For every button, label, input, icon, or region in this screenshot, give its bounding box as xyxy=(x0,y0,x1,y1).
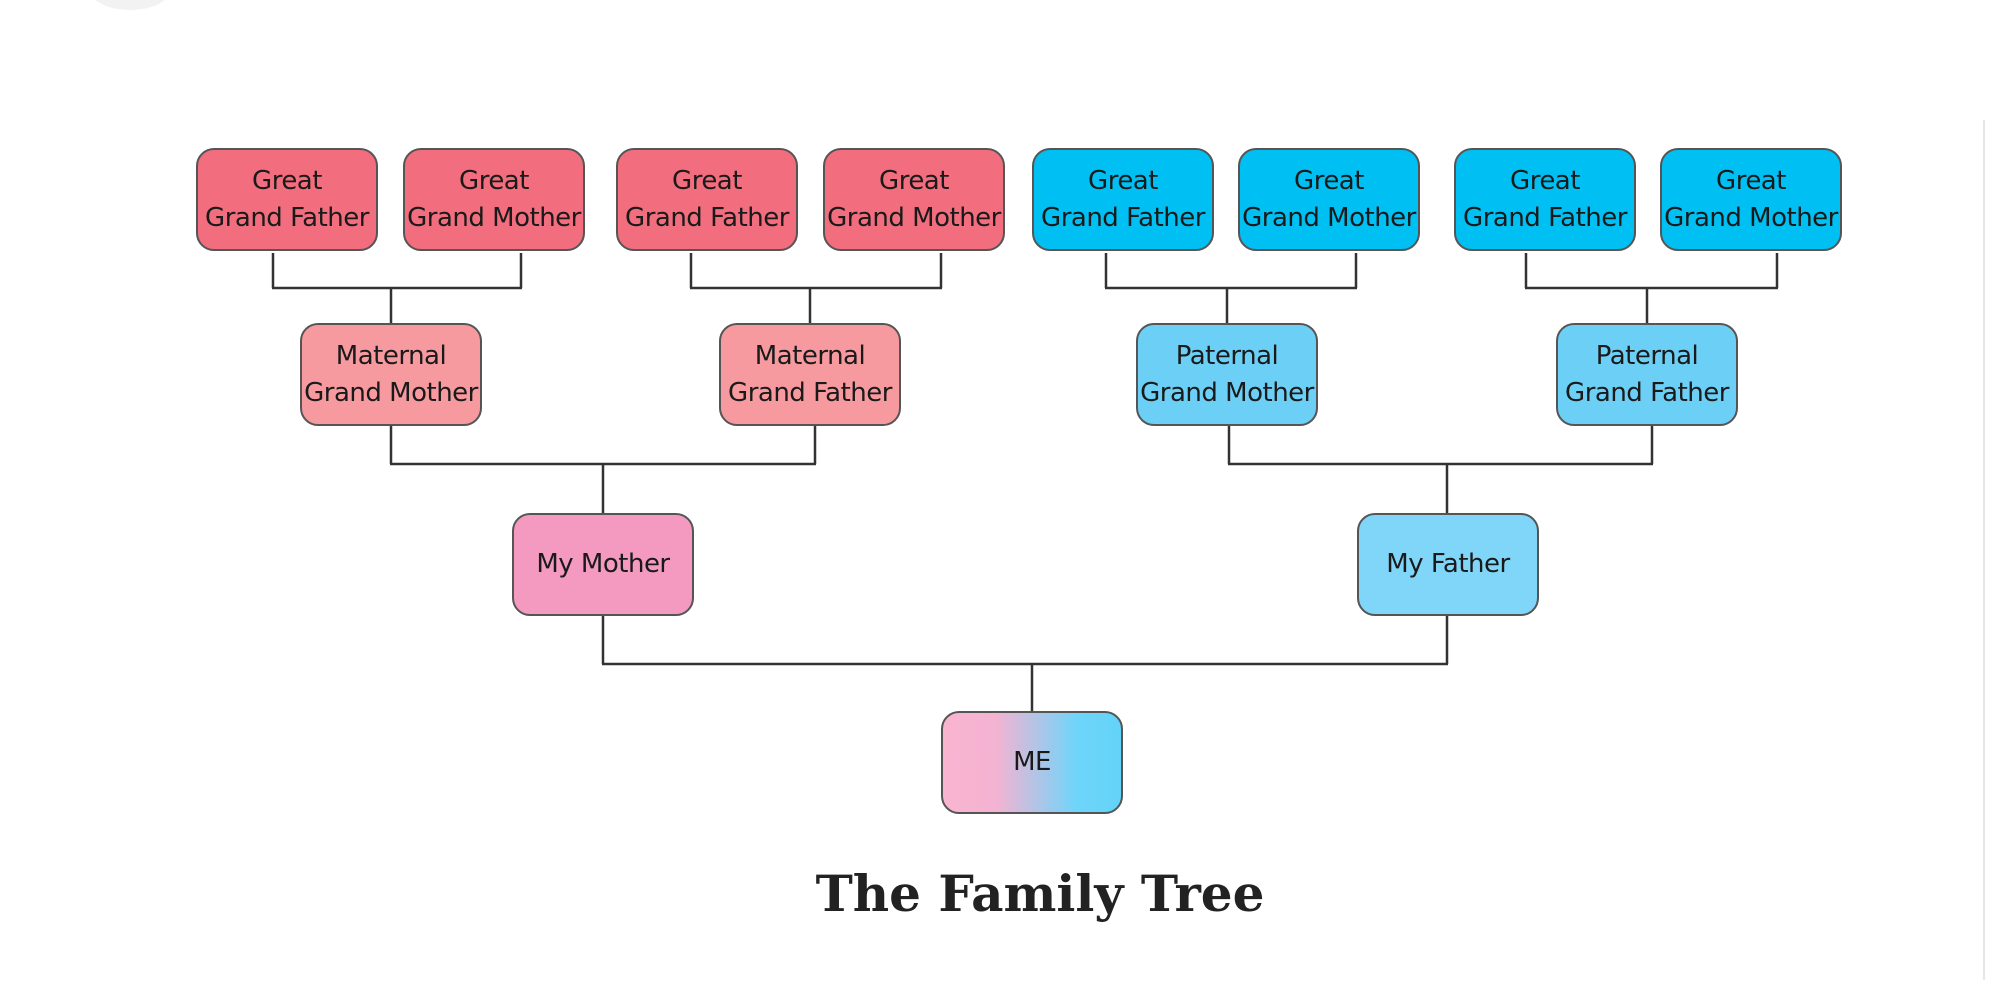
great-grand-father-node: Great Grand Father xyxy=(196,148,378,251)
node-label-line1: Great xyxy=(672,165,742,196)
maternal-grand-mother-node: Maternal Grand Mother xyxy=(300,323,482,426)
node-label-line2: Grand Mother xyxy=(304,377,478,408)
node-label-line2: Grand Mother xyxy=(1140,377,1314,408)
paternal-grand-father-node: Paternal Grand Father xyxy=(1556,323,1738,426)
great-grand-mother-node: Great Grand Mother xyxy=(403,148,585,251)
me-node: ME xyxy=(941,711,1123,814)
node-label-line1: Great xyxy=(1088,165,1158,196)
my-mother-node: My Mother xyxy=(512,513,694,616)
node-label: My Mother xyxy=(536,549,670,579)
diagram-title: The Family Tree xyxy=(815,864,1265,923)
node-label-line2: Grand Mother xyxy=(1664,202,1838,233)
corner-decoration xyxy=(90,0,170,10)
node-label-line2: Grand Mother xyxy=(827,202,1001,233)
node-label-line1: Maternal xyxy=(335,340,447,371)
great-grand-father-node: Great Grand Father xyxy=(1454,148,1636,251)
node-label-line1: Paternal xyxy=(1595,340,1699,371)
node-label-line1: Maternal xyxy=(754,340,866,371)
node-label-line1: Great xyxy=(459,165,529,196)
node-label-line1: Great xyxy=(252,165,322,196)
node-label-line1: Great xyxy=(879,165,949,196)
my-father-node: My Father xyxy=(1357,513,1539,616)
node-label-line2: Grand Father xyxy=(728,377,892,408)
great-grand-father-node: Great Grand Father xyxy=(616,148,798,251)
paternal-grand-mother-node: Paternal Grand Mother xyxy=(1136,323,1318,426)
node-label-line2: Grand Father xyxy=(1463,202,1627,233)
node-label-line2: Grand Father xyxy=(625,202,789,233)
great-grand-father-node: Great Grand Father xyxy=(1032,148,1214,251)
node-label-line1: Paternal xyxy=(1175,340,1279,371)
great-grand-mother-node: Great Grand Mother xyxy=(1238,148,1420,251)
node-label: ME xyxy=(1013,747,1051,777)
great-grand-mother-node: Great Grand Mother xyxy=(1660,148,1842,251)
node-label-line1: Great xyxy=(1716,165,1786,196)
node-label-line2: Grand Father xyxy=(1565,377,1729,408)
node-label-line2: Grand Father xyxy=(205,202,369,233)
node-label-line1: Great xyxy=(1510,165,1580,196)
node-label-line1: Great xyxy=(1294,165,1364,196)
node-label: My Father xyxy=(1386,549,1510,579)
great-grand-mother-node: Great Grand Mother xyxy=(823,148,1005,251)
frame-edge-line xyxy=(1983,120,1985,980)
node-label-line2: Grand Mother xyxy=(407,202,581,233)
node-label-line2: Grand Father xyxy=(1041,202,1205,233)
maternal-grand-father-node: Maternal Grand Father xyxy=(719,323,901,426)
node-label-line2: Grand Mother xyxy=(1242,202,1416,233)
